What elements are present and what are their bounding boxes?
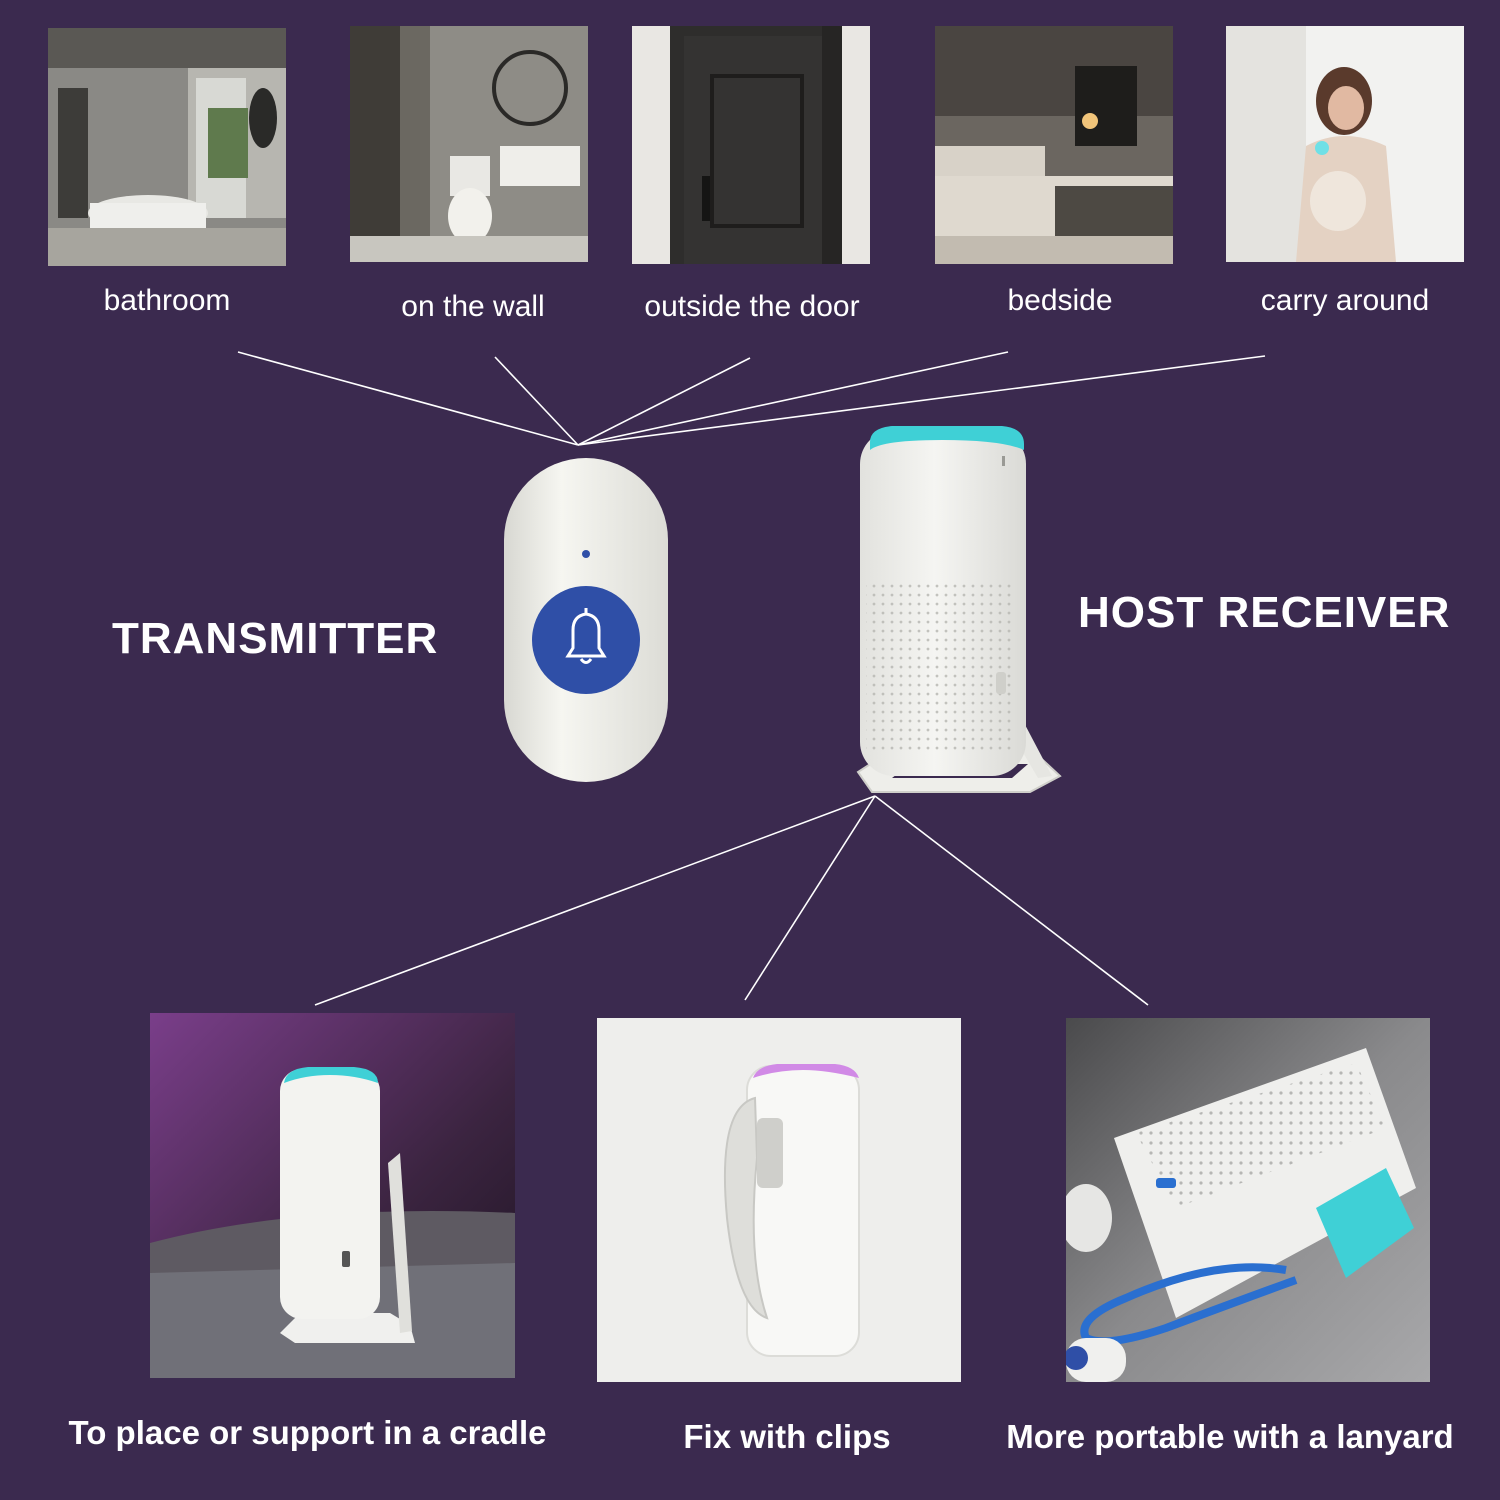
scene-photo-bathroom (48, 28, 286, 266)
scene-photo-door (632, 26, 870, 264)
receiver-device (856, 426, 1062, 793)
receiver-label: HOST RECEIVER (1078, 588, 1451, 637)
scene-label-carry: carry around (1260, 284, 1430, 317)
scene-label-door: outside the door (644, 290, 860, 323)
scene-photo-bedside (935, 26, 1173, 264)
mode-photo-clips (597, 1018, 961, 1382)
line-wall (494, 356, 579, 446)
line-cradle (314, 795, 876, 1006)
mode-photo-lanyard (1066, 1018, 1430, 1382)
line-door (577, 357, 751, 446)
mode-label-lanyard: More portable with a lanyard (1006, 1418, 1454, 1455)
mode-label-cradle: To place or support in a cradle (68, 1414, 547, 1451)
line-clips (744, 795, 876, 1001)
scene-label-bathroom: bathroom (103, 284, 231, 317)
line-lanyard (874, 795, 1149, 1006)
scene-photo-wall (350, 26, 588, 262)
transmitter-device (504, 458, 668, 782)
mode-label-clips: Fix with clips (683, 1418, 891, 1455)
bell-icon (565, 608, 607, 664)
scene-label-bedside: bedside (1007, 284, 1113, 317)
transmitter-label: TRANSMITTER (112, 614, 439, 663)
scene-photo-carry (1226, 26, 1464, 262)
line-bathroom (237, 351, 579, 446)
mode-photo-cradle (150, 1013, 515, 1378)
scene-label-wall: on the wall (401, 290, 545, 323)
